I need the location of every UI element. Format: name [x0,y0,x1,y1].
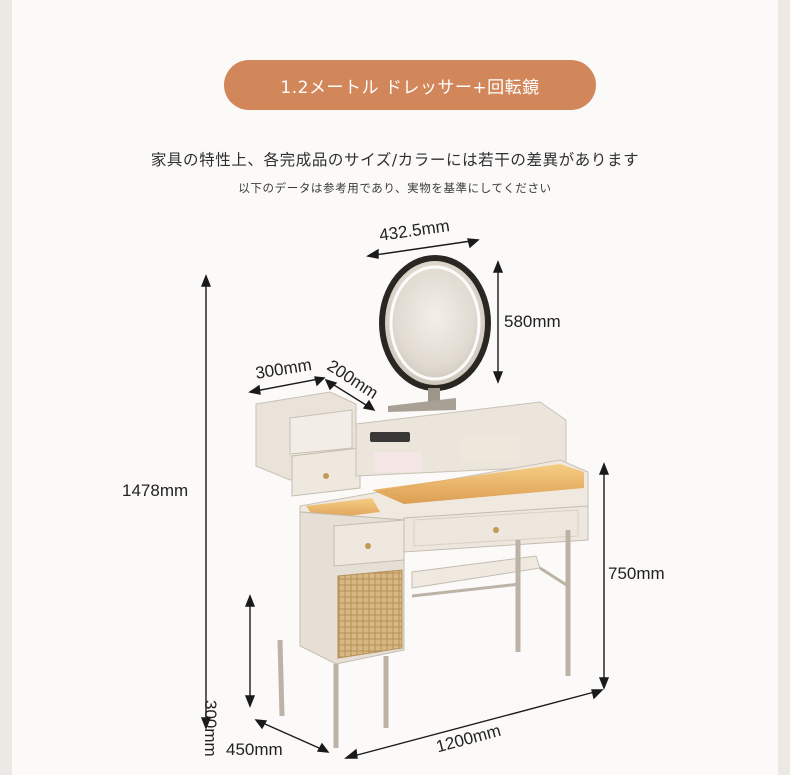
round-mirror [379,255,491,412]
leg-height-label: 300mm [201,700,220,757]
total-height-label: 1478mm [122,481,189,500]
desktop [299,459,589,521]
left-cabinet [255,391,361,497]
depth-label: 450mm [226,740,283,759]
title-text: 1.2メートル ドレッサー+回転鏡 [280,77,540,98]
notice-text: 家具の特性上、各完成品のサイズ/カラーには若干の差異があります [150,151,640,169]
mirror-height-label: 580mm [504,312,561,331]
lower-shelf-and-legs [277,530,571,748]
title-banner: 1.2メートル ドレッサー+回転鏡 [224,60,596,110]
dimension-lines [200,238,610,759]
center-drawer [403,505,589,553]
disclaimer-text: 以下のデータは参考用であり、実物を基準にしてください [238,181,552,195]
table-height-label: 750mm [608,564,665,583]
top-riser [355,401,567,477]
left-pedestal [299,511,405,665]
